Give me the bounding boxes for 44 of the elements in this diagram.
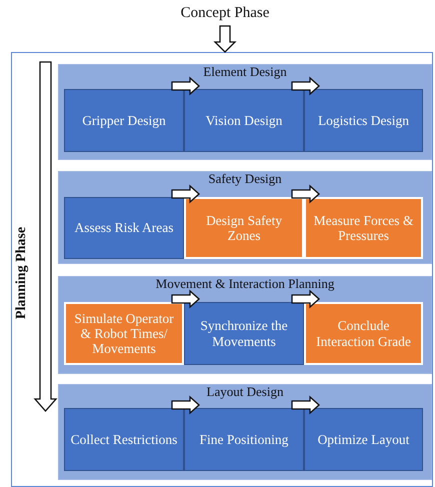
task-label: Fine Positioning (200, 432, 288, 448)
stage-heading: Element Design (202, 65, 288, 78)
stage-panel (58, 276, 432, 374)
task-box (64, 302, 184, 365)
task-label: Simulate Operator & Robot Times/ Movements (73, 310, 175, 356)
task-box (304, 197, 423, 259)
block-arrow (171, 76, 200, 96)
task-box (304, 302, 423, 365)
block-arrow (171, 184, 200, 204)
task-box (304, 89, 423, 152)
task-box (64, 89, 184, 152)
task-label: Collect Restrictions (70, 432, 178, 448)
task-label: Optimize Layout (318, 432, 410, 448)
block-arrow (291, 396, 320, 414)
task-box (184, 408, 304, 471)
block-arrow (291, 184, 320, 204)
block-arrow (213, 25, 237, 53)
task-label: Logistics Design (318, 112, 410, 128)
task-label: Assess Risk Areas (74, 220, 174, 236)
stage-heading: Safety Design (207, 172, 283, 185)
block-arrow (291, 290, 320, 308)
task-box (184, 197, 304, 259)
task-label: Synchronize the Movements (199, 318, 289, 349)
stage-panel (58, 384, 432, 480)
block-arrow (291, 76, 320, 96)
task-box (304, 408, 423, 471)
task-box (184, 302, 304, 365)
task-label: Measure Forces & Pressures (312, 212, 414, 244)
task-box (64, 408, 184, 471)
stage-panel (58, 171, 432, 264)
block-arrow (171, 396, 200, 414)
task-label: Gripper Design (82, 112, 166, 128)
task-label: Vision Design (206, 112, 282, 128)
task-box (64, 197, 184, 259)
phase-frame (11, 52, 433, 487)
stage-heading: Movement & Interaction Planning (154, 277, 336, 290)
task-label: Design Safety Zones (204, 212, 284, 244)
block-arrow (171, 290, 200, 308)
phase-label: Planning Phase (14, 226, 30, 322)
task-box (184, 89, 304, 152)
phase-label: Concept Phase (180, 4, 270, 22)
stage-panel (58, 64, 432, 160)
task-label: Conclude Interaction Grade (315, 318, 412, 349)
stage-heading: Layout Design (206, 385, 284, 398)
